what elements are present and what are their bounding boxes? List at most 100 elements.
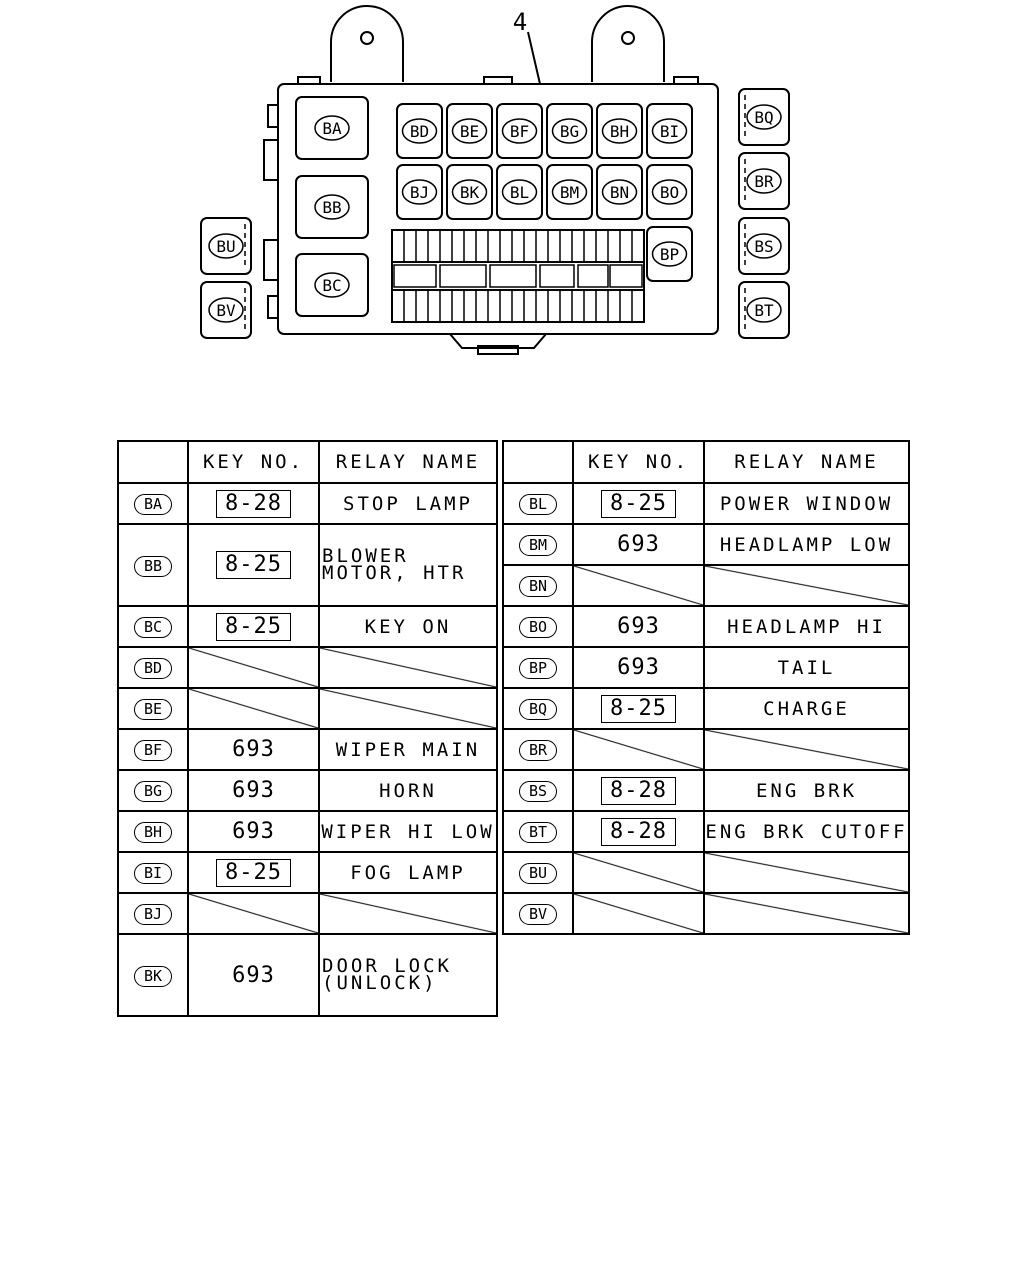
key-no-boxed: 8-25 xyxy=(601,489,676,518)
key-no-cell xyxy=(187,687,320,730)
relay-code-cell: BQ xyxy=(502,687,574,730)
relay-name-cell: ENG BRK xyxy=(703,769,910,812)
relay-code-badge xyxy=(651,241,688,267)
relay-socket-label: BD xyxy=(410,122,429,141)
relay-code-badge xyxy=(501,179,538,205)
relay-code: BV xyxy=(519,904,557,925)
relay-socket-label: BB xyxy=(322,198,341,217)
relay-code-cell: BJ xyxy=(117,892,189,935)
relay-code-badge xyxy=(314,194,350,220)
relay-code-cell: BV xyxy=(502,892,574,935)
table-row: BS 8-28 ENG BRK xyxy=(502,769,910,812)
relay-code-cell: BS xyxy=(502,769,574,812)
relay-name-cell xyxy=(703,564,910,607)
table-row: BV xyxy=(502,892,910,935)
relay-socket: BH xyxy=(596,103,643,159)
relay-name-cell: CHARGE xyxy=(703,687,910,730)
relay-code-badge xyxy=(746,168,782,194)
relay-code: BF xyxy=(134,740,172,761)
external-relay-label: BV xyxy=(216,301,236,320)
key-no-cell xyxy=(572,564,705,607)
key-no-boxed: 8-28 xyxy=(601,776,676,805)
relay-code-cell: BM xyxy=(502,523,574,566)
relay-socket: BI xyxy=(646,103,693,159)
relay-code-badge xyxy=(551,179,588,205)
table-row: BU xyxy=(502,851,910,894)
relay-code-cell: BA xyxy=(117,482,189,525)
relay-socket-label: BE xyxy=(460,122,479,141)
relay-code: BC xyxy=(134,617,172,638)
table-row: BR xyxy=(502,728,910,771)
relay-socket-label: BP xyxy=(660,245,679,264)
relay-socket-label: BL xyxy=(510,183,529,202)
relay-code: BP xyxy=(519,658,557,679)
relay-code: BD xyxy=(134,658,172,679)
relay-code-cell: BH xyxy=(117,810,189,853)
key-no: 693 xyxy=(232,819,275,844)
relay-name-cell: WIPER MAIN xyxy=(318,728,498,771)
external-relay-label: BT xyxy=(754,301,774,320)
relay-code: BJ xyxy=(134,904,172,925)
key-no-boxed: 8-25 xyxy=(216,858,291,887)
key-no-cell xyxy=(572,851,705,894)
relay-name-cell xyxy=(703,851,910,894)
relay-socket: BP xyxy=(646,226,693,282)
relay-name-cell xyxy=(703,728,910,771)
table-header-row: KEY NO. RELAY NAME xyxy=(117,440,498,484)
relay-socket: BE xyxy=(446,103,493,159)
relay-socket: BD xyxy=(396,103,443,159)
key-no-boxed: 8-25 xyxy=(216,612,291,641)
key-no-cell: 8-25 xyxy=(187,523,320,607)
relay-code-cell: BU xyxy=(502,851,574,894)
table-header-row: KEY NO. RELAY NAME xyxy=(502,440,910,484)
relay-code-cell: BP xyxy=(502,646,574,689)
key-no-cell: 693 xyxy=(572,605,705,648)
key-no-cell: 8-25 xyxy=(187,605,320,648)
external-relay-label: BU xyxy=(216,237,235,256)
external-relay: BU xyxy=(200,217,252,275)
relay-socket: BL xyxy=(496,164,543,220)
relay-name-cell: ENG BRK CUTOFF xyxy=(703,810,910,853)
header-relay-name: RELAY NAME xyxy=(318,440,498,484)
relay-name-cell: STOP LAMP xyxy=(318,482,498,525)
relay-code-cell: BT xyxy=(502,810,574,853)
relay-code: BI xyxy=(134,863,172,884)
key-no-boxed: 8-28 xyxy=(601,817,676,846)
relay-code: BR xyxy=(519,740,557,761)
header-key-no: KEY NO. xyxy=(572,440,705,484)
relay-code-cell: BF xyxy=(117,728,189,771)
relay-code-badge xyxy=(746,297,782,323)
relay-code: BS xyxy=(519,781,557,802)
relay-name-cell xyxy=(703,892,910,935)
relay-name-cell: WIPER HI LOW xyxy=(318,810,498,853)
relay-code-badge xyxy=(451,179,488,205)
fuse-block xyxy=(391,229,645,323)
relay-code-cell: BC xyxy=(117,605,189,648)
relay-socket: BO xyxy=(646,164,693,220)
relay-name-cell xyxy=(318,892,498,935)
left-mounting-tab xyxy=(330,5,404,82)
table-row: BD xyxy=(117,646,498,689)
key-no-boxed: 8-25 xyxy=(216,551,291,579)
relay-code-badge xyxy=(651,118,688,144)
relay-code-badge xyxy=(651,179,688,205)
key-no-cell xyxy=(187,892,320,935)
relay-socket-label: BJ xyxy=(410,183,429,202)
relay-code: BM xyxy=(519,535,557,556)
relay-socket: BN xyxy=(596,164,643,220)
relay-socket-label: BN xyxy=(610,183,629,202)
relay-code-badge xyxy=(746,104,782,130)
external-relay: BV xyxy=(200,281,252,339)
relay-socket-label: BF xyxy=(510,122,529,141)
key-no-cell: 8-25 xyxy=(572,482,705,525)
relay-name-cell xyxy=(318,646,498,689)
external-relay-label: BR xyxy=(754,172,774,191)
relay-code-cell: BN xyxy=(502,564,574,607)
external-relay: BQ xyxy=(738,88,790,146)
external-relay: BR xyxy=(738,152,790,210)
